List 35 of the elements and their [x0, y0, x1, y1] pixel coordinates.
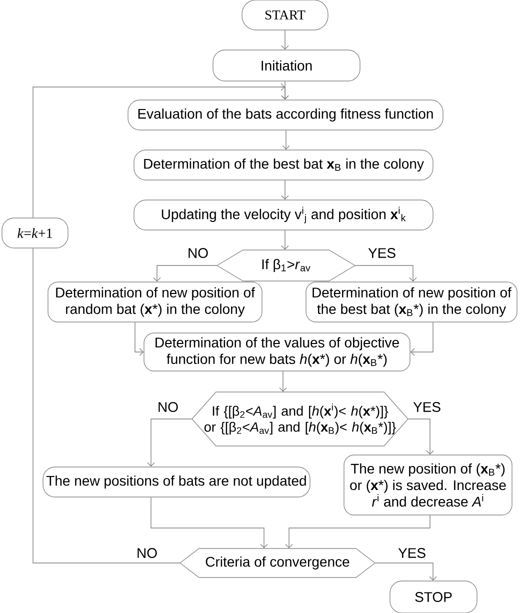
arrow	[354, 265, 417, 282]
process-box: STOP	[390, 580, 478, 613]
arrow	[374, 562, 437, 581]
terminal-box: START	[242, 0, 328, 30]
arrow	[153, 265, 218, 282]
edge-label: YES	[412, 401, 442, 413]
process-box: Determination of new position of the best bat (x$_{B}$*) in the colony	[306, 282, 518, 322]
process-box: Initiation	[212, 50, 360, 82]
edge-label: YES	[367, 247, 397, 259]
arrow	[32, 83, 289, 218]
process-box: Evaluation of the bats according fitness function	[128, 100, 444, 130]
arrow	[285, 515, 430, 548]
process-box: Determination of the best bat x$_{B}$ in the colony	[134, 150, 434, 180]
arrow	[134, 322, 144, 356]
arrow	[150, 497, 268, 548]
edge-label: NO	[136, 547, 158, 559]
edge-label: YES	[397, 547, 427, 559]
process-box: Updating the velocity v$^{i}$$_{j}$ and position x$^{i}$k	[134, 200, 434, 230]
arrow	[147, 418, 192, 467]
process-box: Determination of the values of objective function for new bats h(x*) or h(x$_{B}$*)	[144, 332, 410, 372]
arrow	[282, 130, 290, 150]
arrow	[408, 418, 434, 455]
decision-hexagon: If {[β$_{2}$<A$_{av}$] and [h(x$^{i}$)< h(x*)]} or {[β$_{2}$<A$_{av}$] and [h(x$_{B}$)< h(x$_{B}$*)]}	[192, 392, 408, 446]
process-box: Determination of new position of random bat (x*) in the colony	[48, 282, 262, 322]
arrow	[281, 230, 289, 250]
process-box: The new positions of bats are not updated	[42, 466, 310, 498]
process-box: k=k+1	[2, 218, 68, 248]
arrow	[279, 371, 287, 392]
connector-line	[32, 248, 180, 564]
process-box: The new position of (x$_{B}$*) or (x*) is saved. Increase r$^{i}$ and decrease A$^{i}$	[344, 454, 512, 516]
arrow	[281, 30, 289, 50]
arrow	[410, 322, 434, 356]
edge-label: NO	[186, 247, 210, 259]
edge-label: NO	[156, 401, 180, 413]
arrow	[281, 180, 289, 200]
